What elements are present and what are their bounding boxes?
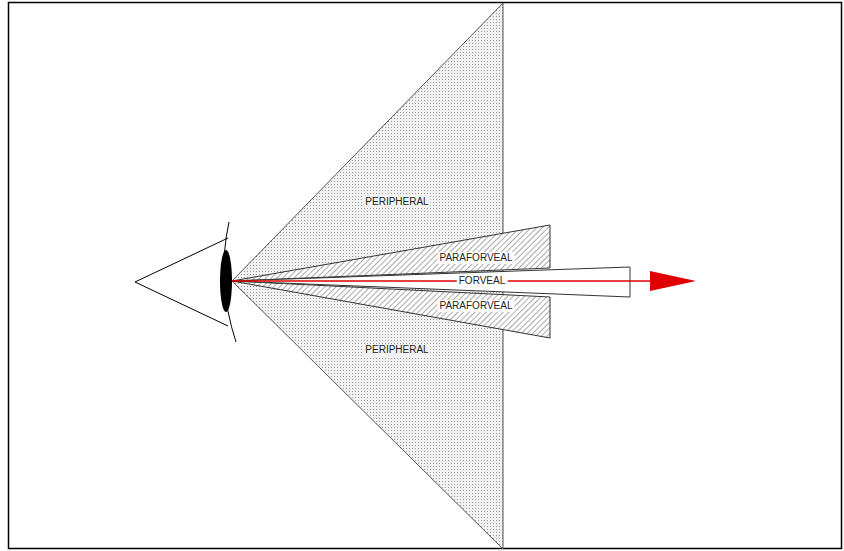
region-label: PERIPHERAL (363, 196, 430, 208)
foveal-field (232, 267, 630, 297)
region-label: PARAFORVEAL (438, 252, 515, 264)
line-of-sight (232, 280, 652, 282)
frame (9, 3, 842, 549)
sight-arrowhead (650, 271, 696, 291)
region-label: PARAFORVEAL (438, 300, 515, 312)
eye-outline (135, 238, 228, 326)
eye-lens (220, 250, 232, 312)
region-label: PERIPHERAL (363, 344, 430, 356)
region-label: FORVEAL (457, 275, 508, 287)
